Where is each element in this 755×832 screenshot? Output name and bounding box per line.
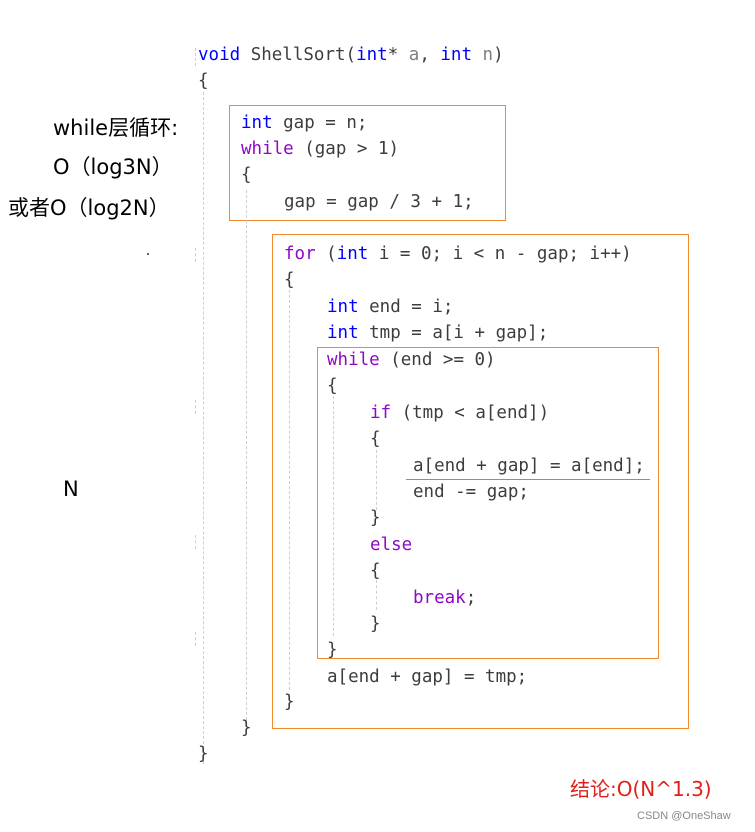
code-line-decrement: end -= gap; bbox=[413, 482, 529, 502]
complexity-log2: 或者O（log2N） bbox=[8, 196, 170, 220]
code-line-else-close: } bbox=[370, 614, 381, 634]
indent-guide bbox=[195, 632, 196, 646]
code-line-tmp-decl: int tmp = a[i + gap]; bbox=[327, 323, 549, 343]
code-line-else-open: { bbox=[370, 561, 381, 581]
outer-while-box bbox=[229, 105, 506, 221]
code-line-gap-decl: int gap = n; bbox=[241, 113, 368, 133]
code-line-signature: void ShellSort(int* a, int n) bbox=[198, 45, 504, 65]
n-label: N bbox=[63, 477, 79, 501]
code-line-gap-update: gap = gap / 3 + 1; bbox=[284, 192, 474, 212]
code-line-while-outer-open: { bbox=[241, 165, 252, 185]
conclusion-text: 结论:O(N^1.3) bbox=[570, 777, 712, 801]
code-line-for-open: { bbox=[284, 270, 295, 290]
while-loop-label: while层循环: bbox=[53, 116, 179, 140]
code-line-if-open: { bbox=[370, 429, 381, 449]
code-line-final-assign: a[end + gap] = tmp; bbox=[327, 667, 528, 687]
code-line-while-outer: while (gap > 1) bbox=[241, 139, 400, 159]
code-line-while-inner: while (end >= 0) bbox=[327, 350, 496, 370]
code-line-while-inner-open: { bbox=[327, 376, 338, 396]
code-line-break: break; bbox=[413, 588, 477, 608]
for-loop-box bbox=[272, 234, 689, 729]
code-line-end-decl: int end = i; bbox=[327, 297, 454, 317]
code-line-while-inner-close: } bbox=[327, 640, 338, 660]
indent-guide bbox=[195, 535, 196, 549]
indent-guide bbox=[203, 92, 204, 764]
code-line-for-close: } bbox=[284, 692, 295, 712]
indent-guide bbox=[333, 396, 334, 636]
indent-guide bbox=[289, 290, 290, 690]
code-line-open-brace: { bbox=[198, 71, 209, 91]
code-line-if-close: } bbox=[370, 508, 381, 528]
indent-guide bbox=[195, 48, 196, 66]
code-line-else: else bbox=[370, 535, 413, 555]
code-line-for: for (int i = 0; i < n - gap; i++) bbox=[284, 244, 632, 264]
code-line-if: if (tmp < a[end]) bbox=[370, 403, 550, 423]
indent-guide bbox=[376, 450, 377, 510]
indent-guide bbox=[195, 400, 196, 414]
watermark: CSDN @OneShaw bbox=[637, 810, 731, 822]
indent-guide bbox=[376, 580, 377, 610]
inner-while-box bbox=[317, 347, 659, 659]
code-line-close-brace: } bbox=[198, 744, 209, 764]
indent-guide bbox=[246, 190, 247, 720]
code-line-while-outer-close: } bbox=[241, 718, 252, 738]
highlight-underline bbox=[406, 479, 650, 480]
indent-guide bbox=[195, 248, 196, 262]
code-line-assign: a[end + gap] = a[end]; bbox=[413, 456, 645, 476]
stray-dot bbox=[147, 253, 149, 255]
complexity-log3: O（log3N） bbox=[53, 155, 173, 179]
